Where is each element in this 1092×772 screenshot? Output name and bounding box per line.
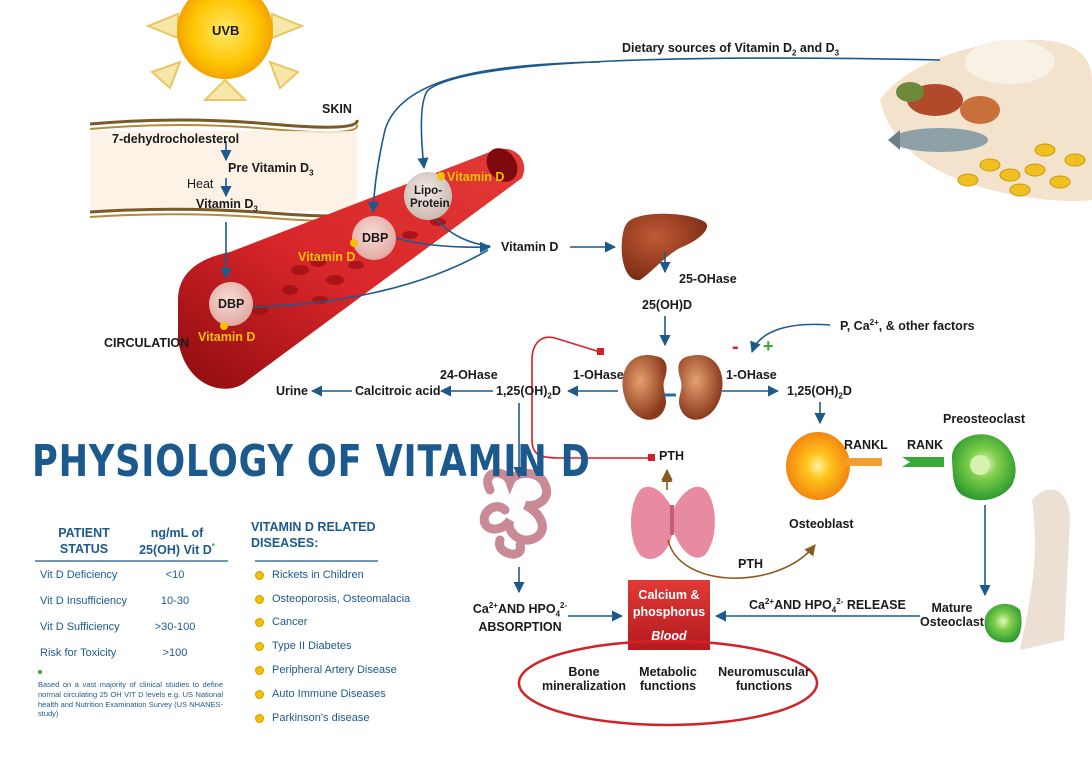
disease-item: Peripheral Artery Disease (272, 664, 397, 676)
table-footnote: Based on a vast majority of clinical stu… (38, 680, 223, 719)
dietary-sources-label: Dietary sources of Vitamin D2 and D3 (622, 41, 840, 58)
dbp-label-lower: DBP (218, 297, 245, 311)
dehydrocholesterol-label: 7-dehydrocholesterol (112, 132, 240, 146)
heat-label: Heat (187, 177, 214, 191)
rankl-label: RANKL (844, 438, 888, 452)
dbp-sphere-upper (352, 216, 396, 260)
bullet-icon (255, 595, 264, 604)
p-ca-factors-label: P, Ca2+, & other factors (840, 318, 975, 334)
dbp-sphere-lower (209, 282, 253, 326)
absorption-label: Ca2+AND HPO42-ABSORPTION (472, 601, 568, 635)
lipoprotein-sphere (404, 172, 452, 220)
dbp-label-upper: DBP (362, 231, 389, 245)
food-sources-image (880, 40, 1092, 202)
25ohd-label: 25(OH)D (642, 298, 693, 312)
vitamin-d-yellow-label: Vitamin D (298, 250, 356, 264)
table-row-status: Vit D Sufficiency (40, 621, 120, 633)
vitamin-d-dot (350, 239, 358, 247)
table-row-value: 10-30 (160, 595, 190, 607)
disease-item: Auto Immune Diseases (272, 688, 386, 700)
bullet-icon (255, 714, 264, 723)
kidneys-image (622, 354, 723, 420)
osteoblast-image (786, 432, 882, 500)
liver-image (621, 213, 708, 281)
pre-vitamin-d3-label: Pre Vitamin D3 (228, 161, 314, 178)
table-row-value: >30-100 (154, 621, 196, 633)
intestine-image (479, 468, 552, 559)
preosteoclast-image (902, 434, 1016, 501)
pathway-arrows (220, 57, 991, 622)
calcium-phosphorus-label: Calcium &phosphorus (632, 588, 706, 619)
osteoblast-label: Osteoblast (789, 517, 854, 531)
bullet-icon (255, 666, 264, 675)
uvb-label: UVB (212, 23, 240, 38)
plus-sign: + (763, 336, 774, 356)
calcitriol-right-label: 1,25(OH)2D (787, 384, 852, 401)
thyroid-image (631, 486, 715, 559)
minus-sign: - (732, 336, 739, 358)
vitamin-d-yellow-label: Vitamin D (198, 330, 256, 344)
vitamin-d-dot (437, 172, 445, 180)
rank-label: RANK (907, 438, 944, 452)
table-row-value: >100 (162, 647, 188, 659)
disease-item: Osteoporosis, Osteomalacia (272, 593, 411, 605)
25-ohase-label: 25-OHase (679, 272, 737, 286)
calcitriol-left-label: 1,25(OH)2D (496, 384, 561, 401)
pth-label-lower: PTH (738, 557, 763, 571)
lipoprotein-label: Lipo-Protein (410, 185, 450, 210)
vitamin-d-dot (220, 322, 228, 330)
table-row-value: <10 (165, 569, 185, 581)
release-label: Ca2+AND HPO42- RELEASE (749, 597, 906, 615)
bullet-icon (255, 690, 264, 699)
feedback-loop (531, 336, 655, 461)
pth-label: PTH (659, 449, 684, 463)
table-row-status: Vit D Insufficiency (40, 595, 128, 607)
vitamin-d3-label: Vitamin D3 (196, 197, 258, 214)
vitamin-d-yellow-label: Vitamin D (447, 170, 505, 184)
vitamin-d-label: Vitamin D (501, 240, 559, 254)
bullet-icon (255, 642, 264, 651)
footnote-marker-icon (38, 670, 42, 674)
sun-icon (145, 0, 305, 101)
disease-item: Parkinson's disease (272, 712, 370, 724)
bone-image (984, 489, 1070, 650)
table-row-status: Risk for Toxicity (40, 647, 117, 659)
skin-label: SKIN (322, 102, 352, 116)
disease-item: Cancer (272, 616, 308, 628)
1-ohase-left-label: 1-OHase (573, 368, 624, 382)
page-title: PHYSIOLOGY OF VITAMIN D (32, 436, 591, 487)
functions-oval (517, 639, 819, 727)
calcitroic-acid-label: Calcitroic acid (355, 384, 441, 398)
blood-label: Blood (651, 629, 687, 643)
circulation-label: CIRCULATION (104, 336, 190, 350)
urine-label: Urine (276, 384, 308, 398)
preosteoclast-label: Preosteoclast (943, 412, 1025, 426)
table-row-status: Vit D Deficiency (40, 569, 118, 581)
24-ohase-label: 24-OHase (440, 368, 498, 382)
1-ohase-right-label: 1-OHase (726, 368, 777, 382)
pth-arrows (661, 468, 816, 579)
bullet-icon (255, 618, 264, 627)
skin-layers (89, 118, 359, 222)
disease-item: Type II Diabetes (272, 640, 352, 652)
calcium-phosphorus-box (628, 580, 710, 650)
disease-item: Rickets in Children (272, 569, 364, 581)
bullet-icon (255, 571, 264, 580)
